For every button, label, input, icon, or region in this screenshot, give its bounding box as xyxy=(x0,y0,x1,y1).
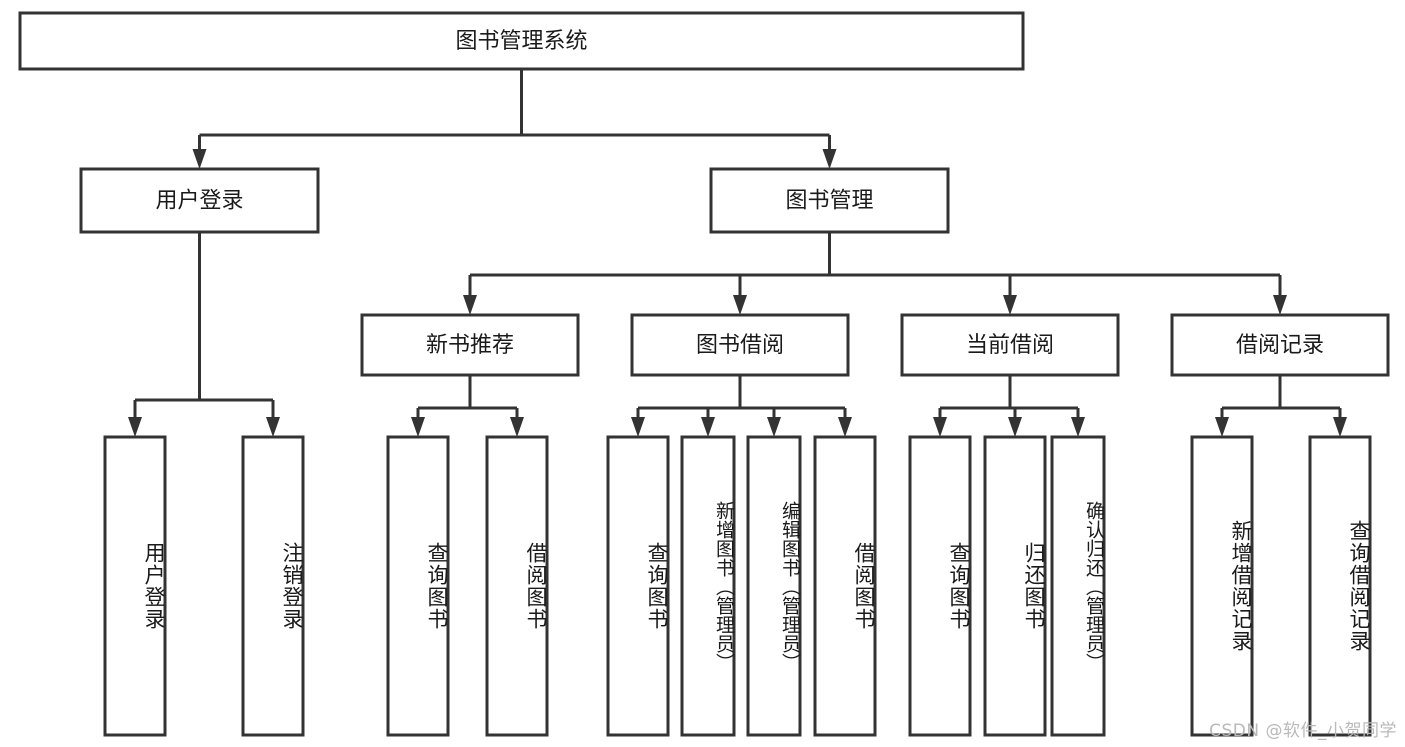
node-leaf-0-用户登录-box[interactable] xyxy=(103,435,167,737)
arrow-down-icon xyxy=(767,417,781,437)
node-l3-2-当前借阅-label: 当前借阅 xyxy=(966,333,1054,358)
arrow-down-icon xyxy=(822,149,837,169)
node-root-label: 图书管理系统 xyxy=(455,29,587,54)
arrow-down-icon xyxy=(1273,295,1287,315)
node-leaf-1-注销登录-box[interactable] xyxy=(241,435,305,737)
node-leaf-10-确认归还管理员-box[interactable] xyxy=(1050,435,1106,737)
node-root[interactable]: 图书管理系统 xyxy=(18,11,1025,71)
arrow-down-icon xyxy=(1215,417,1229,437)
node-leaf-2-查询图书-box[interactable] xyxy=(386,435,450,737)
node-l2-1-图书管理[interactable]: 图书管理 xyxy=(709,167,950,234)
node-root-box[interactable] xyxy=(18,11,1025,71)
node-leaf-11-新增借阅记录-box[interactable] xyxy=(1190,435,1254,737)
arrow-down-icon xyxy=(1003,295,1017,315)
node-l3-0-新书推荐-label: 新书推荐 xyxy=(426,333,514,358)
arrow-down-icon xyxy=(701,417,715,437)
arrow-down-icon xyxy=(192,149,207,169)
arrow-down-icon xyxy=(266,417,280,437)
arrow-down-icon xyxy=(128,417,142,437)
arrow-down-icon xyxy=(1071,417,1085,437)
node-leaf-7-借阅图书-box[interactable] xyxy=(813,435,877,737)
arrow-down-icon xyxy=(411,417,425,437)
node-l2-0-用户登录-label: 用户登录 xyxy=(155,189,243,214)
node-l3-1-图书借阅-box[interactable] xyxy=(630,313,850,377)
node-l3-0-新书推荐-box[interactable] xyxy=(360,313,580,377)
arrow-down-icon xyxy=(838,417,852,437)
node-l2-1-图书管理-box[interactable] xyxy=(709,167,950,234)
node-l2-0-用户登录[interactable]: 用户登录 xyxy=(79,167,320,234)
watermark-text: CSDN @软件_小贺同学 xyxy=(1209,721,1397,741)
node-leaf-9-归还图书-box[interactable] xyxy=(983,435,1047,737)
node-l3-0-新书推荐[interactable]: 新书推荐 xyxy=(360,313,580,377)
node-leaf-8-查询图书-box[interactable] xyxy=(908,435,972,737)
node-leaf-6-编辑图书管理员-box[interactable] xyxy=(746,435,802,737)
node-l3-3-借阅记录-label: 借阅记录 xyxy=(1236,333,1324,358)
node-leaf-5-新增图书管理员-box[interactable] xyxy=(680,435,736,737)
node-leaf-3-借阅图书-box[interactable] xyxy=(485,435,549,737)
node-l2-1-图书管理-label: 图书管理 xyxy=(785,189,873,214)
node-l3-2-当前借阅[interactable]: 当前借阅 xyxy=(900,313,1120,377)
arrow-down-icon xyxy=(1008,417,1022,437)
node-l2-0-用户登录-box[interactable] xyxy=(79,167,320,234)
arrow-down-icon xyxy=(1333,417,1347,437)
arrow-down-icon xyxy=(510,417,524,437)
node-l3-3-借阅记录-box[interactable] xyxy=(1170,313,1390,377)
arrow-down-icon xyxy=(631,417,645,437)
node-l3-1-图书借阅-label: 图书借阅 xyxy=(696,333,784,358)
arrow-down-icon xyxy=(463,295,477,315)
node-l3-1-图书借阅[interactable]: 图书借阅 xyxy=(630,313,850,377)
node-l3-2-当前借阅-box[interactable] xyxy=(900,313,1120,377)
node-leaf-12-查询借阅记录-box[interactable] xyxy=(1308,435,1372,737)
node-leaf-4-查询图书-box[interactable] xyxy=(606,435,670,737)
node-l3-3-借阅记录[interactable]: 借阅记录 xyxy=(1170,313,1390,377)
arrow-down-icon xyxy=(933,417,947,437)
arrow-down-icon xyxy=(733,295,747,315)
connector-layer xyxy=(128,69,1347,437)
